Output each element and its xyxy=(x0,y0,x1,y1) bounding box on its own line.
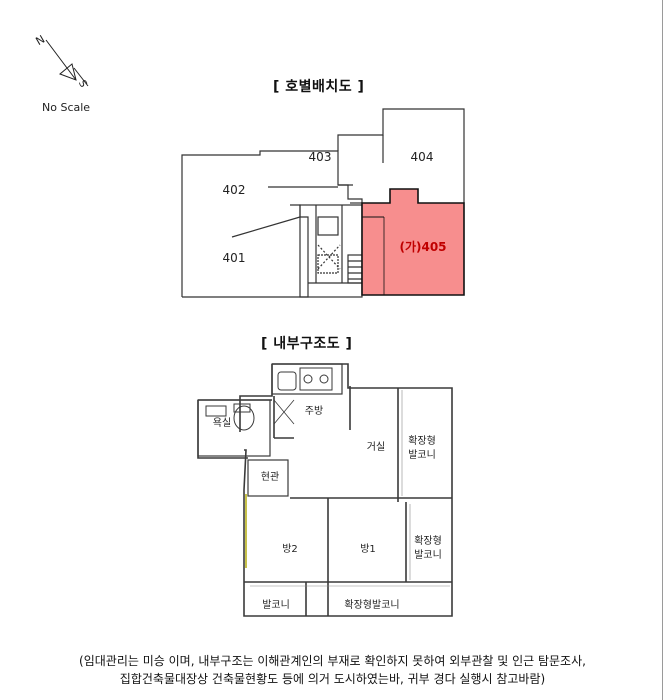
room-bath-label: 욕실 xyxy=(213,417,231,429)
scale-label: No Scale xyxy=(42,101,91,114)
note-line-2: 집합건축물대장상 건축물현황도 등에 의거 도시하였는바, 귀부 경다 실행시 … xyxy=(119,672,546,686)
floor-plan-title: [ 내부구조도 ] xyxy=(261,336,353,352)
room-living-label: 거실 xyxy=(367,441,385,453)
north-label: N xyxy=(34,33,48,48)
unit-402-label: 402 xyxy=(223,183,246,197)
unit-404-label: 404 xyxy=(411,150,434,164)
room-ext-balcony-top-label-1: 확장형 xyxy=(408,435,436,447)
unit-405-label: (가)405 xyxy=(399,239,446,254)
room-ext-balcony-bottom-label: 확장형발코니 xyxy=(344,599,399,611)
site-plan-outline xyxy=(181,150,353,297)
south-label: S xyxy=(76,79,89,90)
page-border-line xyxy=(662,0,663,700)
site-plan-title: [ 호별배치도 ] xyxy=(273,79,365,95)
room-balcony-label: 발코니 xyxy=(262,599,290,611)
unit-401-label: 401 xyxy=(223,251,246,265)
unit-405-highlight xyxy=(361,188,465,296)
room-ext-balcony-mid-label-1: 확장형 xyxy=(414,535,442,547)
compass-arrow-icon: N S xyxy=(34,33,89,90)
site-plan: 401 402 403 404 (가)405 xyxy=(181,108,465,298)
room-kitchen-label: 주방 xyxy=(305,405,323,417)
note-line-1: (임대관리는 미승 이며, 내부구조는 이해관계인의 부재로 확인하지 못하여 … xyxy=(79,654,586,668)
room-ext-balcony-top-label-2: 발코니 xyxy=(408,449,436,461)
room-entrance-label: 현관 xyxy=(261,471,279,483)
room-ext-balcony-mid-label-2: 발코니 xyxy=(414,549,442,561)
room-2-label: 방2 xyxy=(282,543,298,555)
unit-403-label: 403 xyxy=(309,150,332,164)
room-1-label: 방1 xyxy=(360,543,376,555)
floor-plan: 욕실 주방 거실 확장형 발코니 현관 방2 방1 확장형 발코니 발코니 확장… xyxy=(197,363,453,617)
